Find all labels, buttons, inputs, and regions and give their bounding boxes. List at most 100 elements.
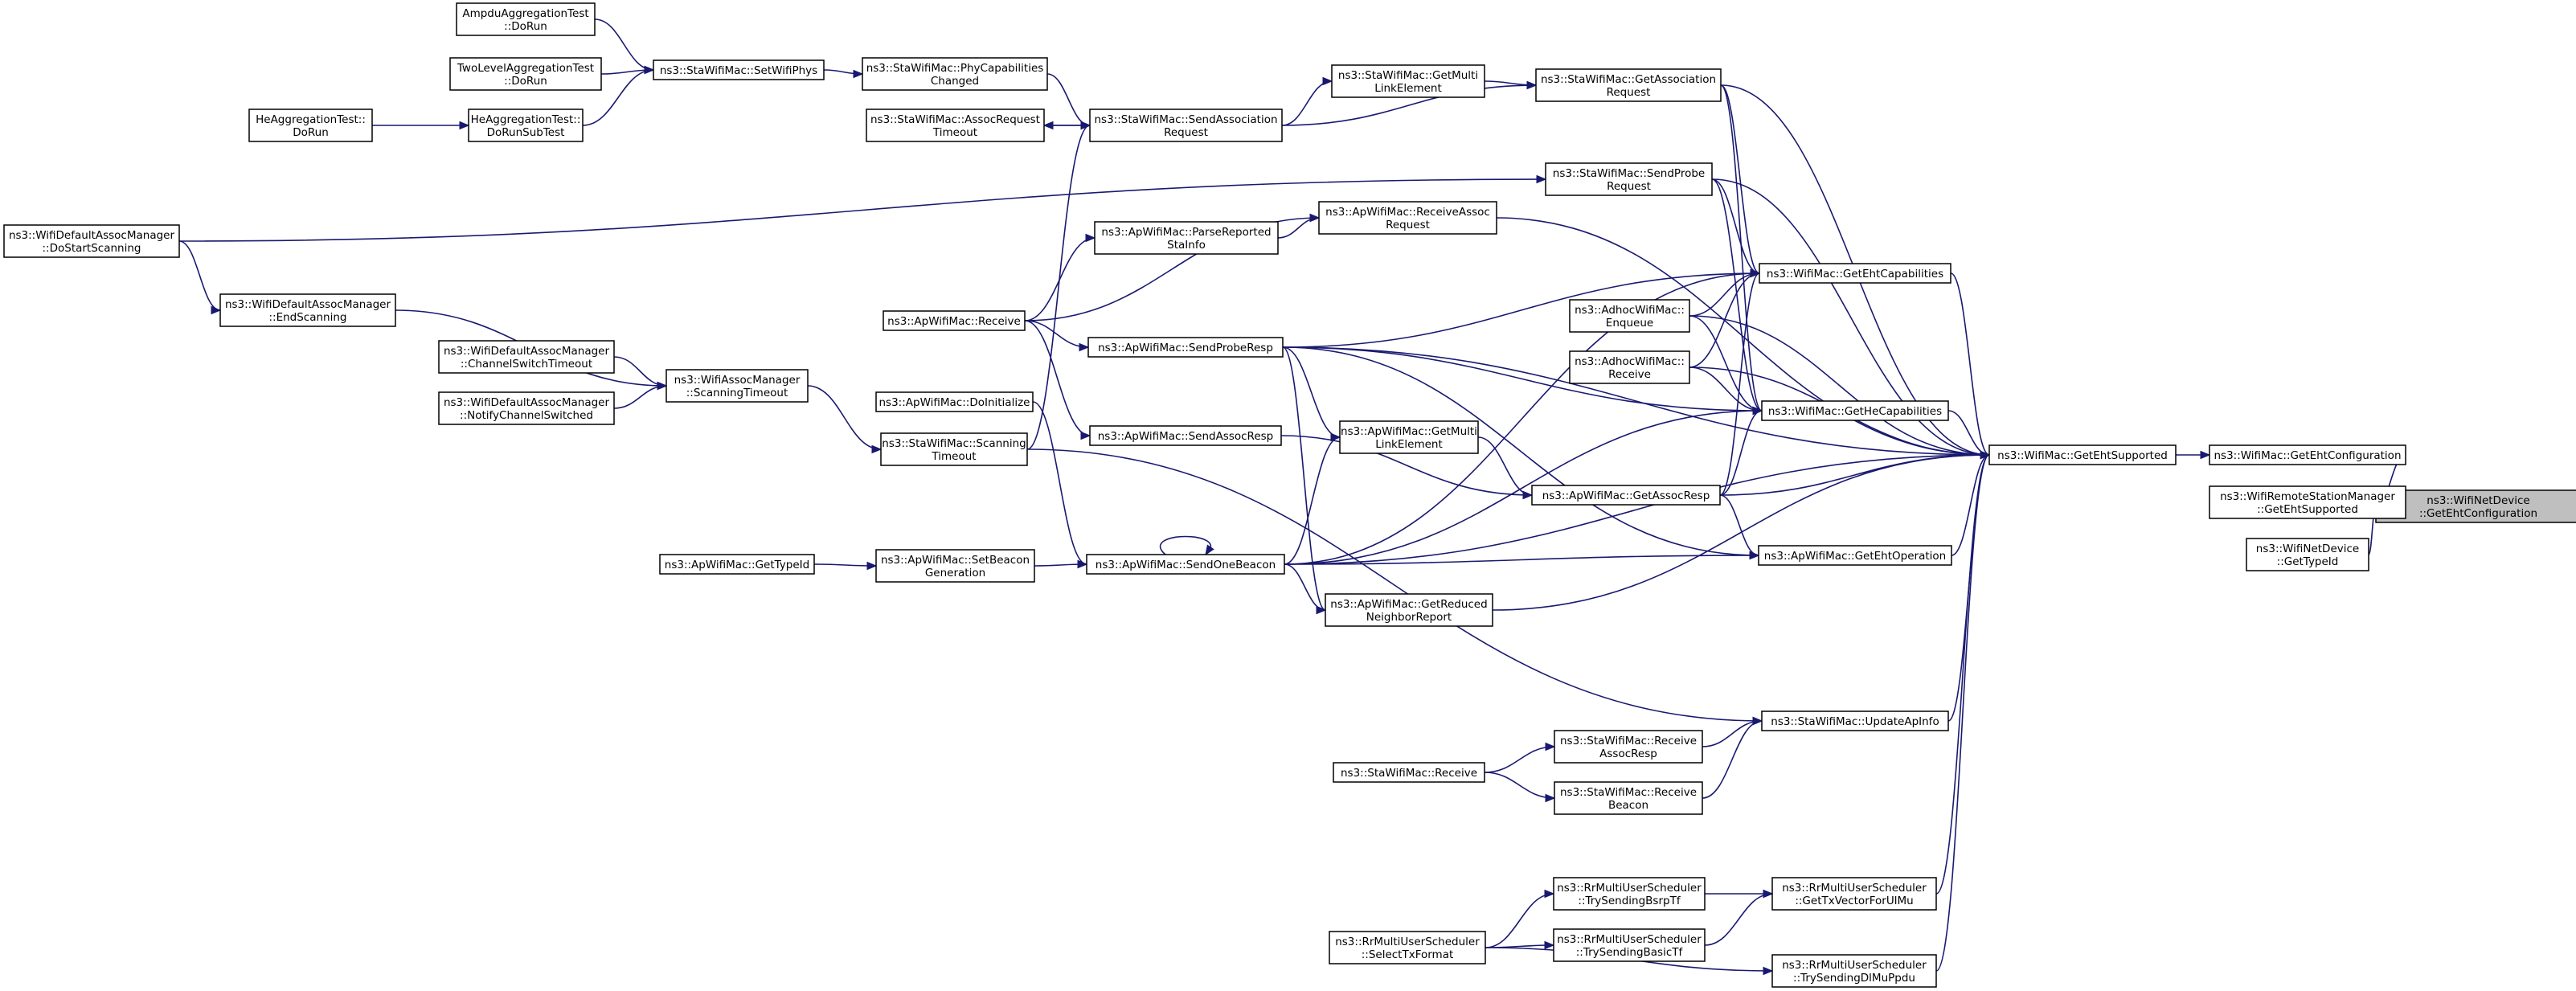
node-apGetTypeId[interactable]: ns3::ApWifiMac::GetTypeId [659, 554, 815, 575]
edge-apSendBeacon-to-apGetMultiLink [1284, 432, 1341, 565]
node-heAggSub[interactable]: HeAggregationTest::DoRunSubTest [468, 109, 584, 142]
node-label: ns3::StaWifiMac::Scanning [882, 437, 1026, 450]
node-label: ns3::ApWifiMac::SendProbeResp [1098, 342, 1273, 354]
node-target[interactable]: ns3::WifiNetDevice::GetEhtConfiguration [2375, 489, 2576, 523]
node-assocScanTimeout[interactable]: ns3::WifiAssocManager::ScanningTimeout [666, 369, 809, 403]
node-label: ::DoRun [504, 75, 547, 88]
node-rrTryDl[interactable]: ns3::RrMultiUserScheduler::TrySendingDlM… [1771, 954, 1937, 988]
node-apSendProbeResp[interactable]: ns3::ApWifiMac::SendProbeResp [1087, 337, 1284, 358]
edge-apSendBeacon-to-ehtCaps [1284, 268, 1761, 565]
edge-line [178, 240, 221, 311]
edge-line [1280, 435, 1533, 496]
node-label: DoRunSubTest [487, 126, 565, 139]
node-box [1553, 928, 1706, 962]
edge-arrowhead [1526, 80, 1538, 90]
node-box [1325, 593, 1493, 627]
node-adhocReceive[interactable]: ns3::AdhocWifiMac::Receive [1569, 350, 1690, 384]
edge-line [807, 385, 882, 450]
node-box [438, 391, 615, 425]
node-box [1988, 444, 2177, 465]
node-apReceive[interactable]: ns3::ApWifiMac::Receive [883, 310, 1026, 331]
node-ehtCaps[interactable]: ns3::WifiMac::GetEhtCapabilities [1759, 263, 1951, 284]
node-setWifiPhys[interactable]: ns3::StaWifiMac::SetWifiPhys [653, 59, 825, 80]
node-box [666, 369, 809, 403]
node-rrTryBsrp[interactable]: ns3::RrMultiUserScheduler::TrySendingBsr… [1553, 877, 1706, 911]
edge-arrowhead [644, 65, 655, 75]
edge-line [582, 69, 654, 126]
edge-apGetTypeId-to-apSetBeaconGen [813, 561, 878, 571]
node-defEndScan[interactable]: ns3::WifiDefaultAssocManager::EndScannin… [219, 293, 396, 327]
edge-line [1282, 272, 1760, 348]
edge-phyCapsChanged-to-staSendAssoc [1046, 73, 1091, 130]
node-getEhtOp[interactable]: ns3::ApWifiMac::GetEhtOperation [1758, 545, 1952, 566]
edge-arrowhead [1316, 605, 1327, 615]
node-staReceive[interactable]: ns3::StaWifiMac::Receive [1333, 762, 1485, 783]
node-macGetEhtCfg[interactable]: ns3::WifiMac::GetEhtConfiguration [2209, 444, 2406, 465]
node-label: ns3::StaWifiMac::UpdateApInfo [1771, 715, 1939, 728]
edge-line [813, 563, 877, 567]
node-defNotifyChan[interactable]: ns3::WifiDefaultAssocManager::NotifyChan… [438, 391, 615, 425]
node-apDoInit[interactable]: ns3::ApWifiMac::DoInitialize [875, 391, 1034, 412]
node-apSendBeacon[interactable]: ns3::ApWifiMac::SendOneBeacon [1086, 554, 1285, 575]
edge-line [1026, 125, 1091, 450]
edge-line [1032, 401, 1087, 565]
node-staScanTimeout[interactable]: ns3::StaWifiMac::ScanningTimeout [880, 432, 1028, 466]
node-label: ::TrySendingDlMuPpdu [1793, 972, 1915, 985]
node-label: HeAggregationTest:: [471, 113, 581, 126]
node-defChanSwitch[interactable]: ns3::WifiDefaultAssocManager::ChannelSwi… [438, 340, 615, 374]
edge-arrowhead [1322, 76, 1333, 86]
node-label: ns3::AdhocWifiMac:: [1575, 304, 1685, 317]
node-label: ns3::WifiDefaultAssocManager [444, 345, 610, 358]
node-box [1761, 400, 1949, 421]
edge-staSendProbeReq-to-heCaps [1711, 178, 1763, 416]
node-heCaps[interactable]: ns3::WifiMac::GetHeCapabilities [1761, 400, 1949, 421]
node-label: ns3::RrMultiUserScheduler [1782, 959, 1927, 972]
node-adhocEnqueue[interactable]: ns3::AdhocWifiMac::Enqueue [1569, 299, 1690, 333]
node-rrGetTxVec[interactable]: ns3::RrMultiUserScheduler::GetTxVectorFo… [1771, 877, 1937, 911]
node-apSendAssocResp[interactable]: ns3::ApWifiMac::SendAssocResp [1089, 425, 1282, 446]
node-box [1771, 954, 1937, 988]
node-ampduTest[interactable]: AmpduAggregationTest::DoRun [456, 2, 596, 36]
edge-setWifiPhys-to-phyCapsChanged [823, 69, 864, 79]
edge-arrowhead [1750, 268, 1761, 278]
node-label: ns3::ApWifiMac::GetTypeId [665, 559, 809, 571]
node-rrTryBasic[interactable]: ns3::RrMultiUserScheduler::TrySendingBas… [1553, 928, 1706, 962]
edge-line [1719, 272, 1760, 496]
node-updateApInfo[interactable]: ns3::StaWifiMac::UpdateApInfo [1761, 710, 1949, 731]
edge-line [1951, 454, 1990, 556]
node-heAggRun[interactable]: HeAggregationTest::DoRun [248, 109, 373, 142]
edge-line [1282, 346, 1763, 412]
node-label: ns3::ApWifiMac::GetAssocResp [1542, 489, 1710, 502]
node-twoLevelTest[interactable]: TwoLevelAggregationTest::DoRun [449, 57, 602, 91]
edge-layer [178, 18, 2406, 976]
node-apGetAssocResp[interactable]: ns3::ApWifiMac::GetAssocResp [1531, 485, 1721, 506]
edge-line [1484, 772, 1555, 799]
edge-line [1159, 535, 1212, 555]
node-netGetTypeId[interactable]: ns3::WifiNetDevice::GetTypeId [2246, 538, 2369, 571]
node-box [875, 549, 1035, 583]
node-label: AmpduAggregationTest [462, 7, 588, 20]
node-rrSelectTx[interactable]: ns3::RrMultiUserScheduler::SelectTxForma… [1329, 931, 1486, 964]
node-label: ns3::WifiMac::GetEhtSupported [1997, 449, 2168, 462]
node-box [1554, 781, 1703, 815]
node-remoteGetEhtSup[interactable]: ns3::WifiRemoteStationManager::GetEhtSup… [2209, 485, 2406, 519]
edge-apDoInit-to-apSendBeacon [1032, 401, 1088, 569]
node-defDoStartScan[interactable]: ns3::WifiDefaultAssocManager::DoStartSca… [3, 224, 180, 258]
node-box [866, 109, 1045, 142]
edge-line [1689, 367, 1763, 412]
node-getEhtSup[interactable]: ns3::WifiMac::GetEhtSupported [1988, 444, 2177, 465]
edge-line [1282, 346, 1326, 611]
